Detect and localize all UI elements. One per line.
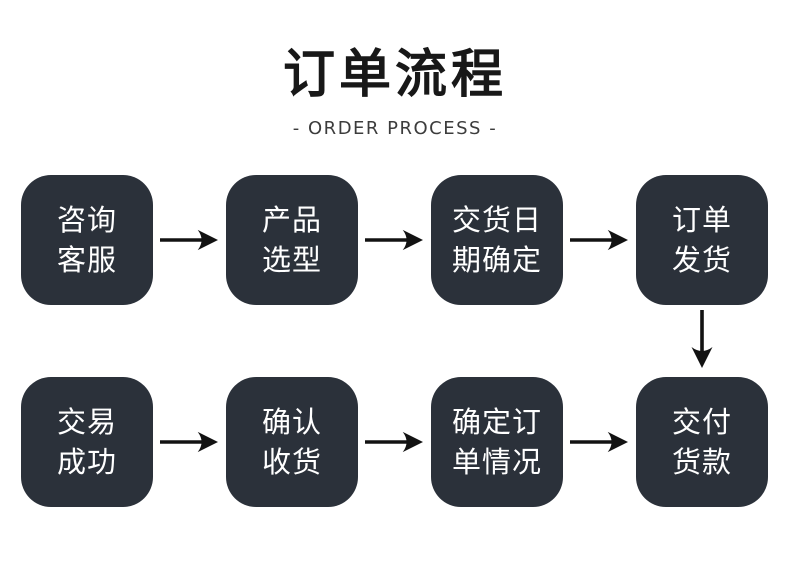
right-arrow-icon: [365, 431, 423, 453]
page-title: 订单流程: [282, 45, 507, 105]
step-label-line: 货款: [671, 445, 732, 479]
right-arrow-icon: [570, 431, 628, 453]
step-product-selection: 产品 选型: [226, 175, 358, 305]
step-label-line: 收货: [261, 445, 322, 479]
step-label-line: 订单: [671, 203, 732, 237]
step-label-line: 确定订: [451, 405, 542, 439]
right-arrow-icon: [570, 229, 628, 251]
step-label-line: 交货日: [451, 203, 542, 237]
step-label-line: 单情况: [451, 445, 542, 479]
step-label-line: 交易: [56, 405, 117, 439]
step-label-line: 客服: [56, 243, 117, 277]
step-consult-service: 咨询 客服: [21, 175, 153, 305]
step-pay-for-goods: 交付 货款: [636, 377, 768, 507]
step-delivery-date-confirm: 交货日 期确定: [431, 175, 563, 305]
step-label-line: 成功: [56, 445, 117, 479]
step-label-line: 发货: [671, 243, 732, 277]
right-arrow-icon: [160, 229, 218, 251]
step-deal-success: 交易 成功: [21, 377, 153, 507]
down-arrow-icon: [691, 310, 713, 368]
step-confirm-order-status: 确定订 单情况: [431, 377, 563, 507]
page-subtitle: - ORDER PROCESS -: [292, 118, 498, 139]
step-label-line: 交付: [671, 405, 732, 439]
step-confirm-receipt: 确认 收货: [226, 377, 358, 507]
step-order-ship: 订单 发货: [636, 175, 768, 305]
step-label-line: 确认: [261, 405, 322, 439]
step-label-line: 咨询: [56, 203, 117, 237]
step-label-line: 产品: [261, 203, 322, 237]
right-arrow-icon: [160, 431, 218, 453]
step-label-line: 选型: [261, 243, 322, 277]
step-label-line: 期确定: [451, 243, 542, 277]
right-arrow-icon: [365, 229, 423, 251]
